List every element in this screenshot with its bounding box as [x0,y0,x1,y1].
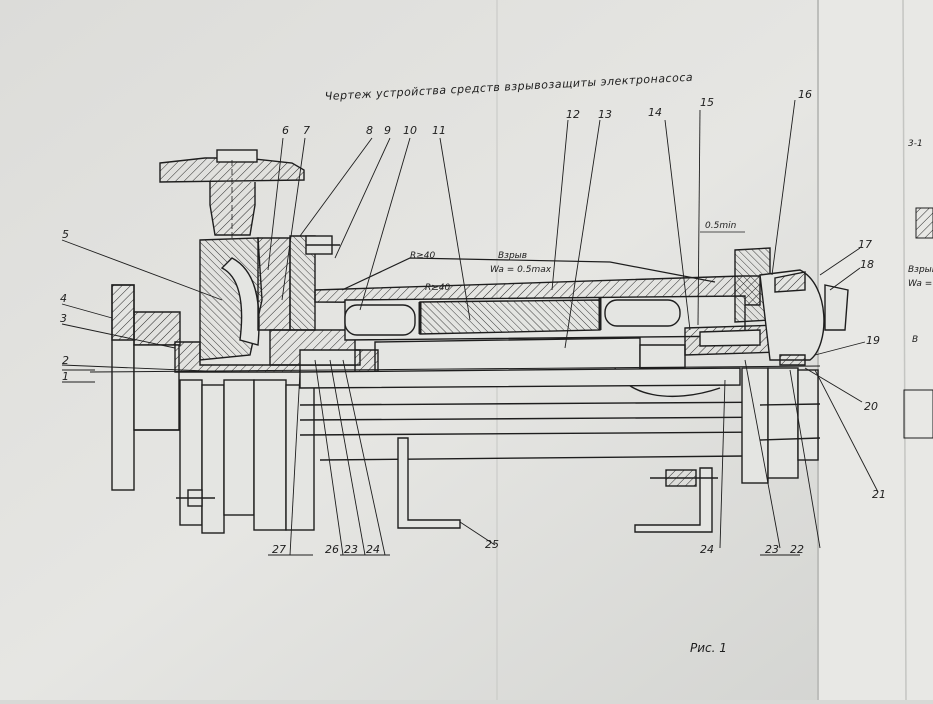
annotations: R≥40 R≥40 Взрыв Wa = 0.5max 0.5min [410,221,745,293]
callout-18: 18 [860,258,874,271]
callout-26: 26 [325,543,339,556]
callout-2: 2 [62,354,69,367]
callout-3: 3 [60,312,67,325]
callout-23-right: 23 [765,543,779,556]
callout-5: 5 [62,228,69,241]
callout-19: 19 [866,334,880,347]
callout-27: 27 [272,543,286,556]
side-sheet [818,0,933,700]
callout-14: 14 [648,106,662,119]
callout-13: 13 [598,108,612,121]
callout-16: 16 [798,88,812,101]
callout-20: 20 [864,400,878,413]
callout-10: 10 [403,124,417,137]
callout-25: 25 [485,538,499,551]
leader-lines [61,99,879,556]
callout-24-right: 24 [700,543,714,556]
side-label-a: 3-1 [908,139,923,149]
callout-21: 21 [872,488,886,501]
side-sheet-fragment: 3-1 Взрыв Wa = В [903,139,933,439]
callout-17: 17 [858,238,872,251]
callout-1: 1 [62,370,69,383]
pump-assembly [89,149,849,534]
callout-23-left: 23 [344,543,358,556]
side-label-d: В [912,335,918,345]
side-label-c: Wa = [908,279,932,289]
callout-7: 7 [303,124,310,137]
callout-22: 22 [790,543,804,556]
side-label-b: Взрыв [908,265,933,275]
callout-15: 15 [700,96,714,109]
callout-12: 12 [566,108,580,121]
callout-6: 6 [282,124,289,137]
note-gap: 0.5min [705,221,737,231]
note-radius-bottom: R≥40 [425,283,451,293]
callout-24-left: 24 [366,543,380,556]
callout-labels: 1 2 3 4 5 6 7 8 9 10 11 12 13 14 15 16 1… [60,88,886,556]
note-radius-top: R≥40 [410,251,436,261]
note-blast: Взрыв [498,251,527,261]
callout-8: 8 [366,124,373,137]
callout-11: 11 [432,124,446,137]
note-wa: Wa = 0.5max [490,265,552,275]
callout-9: 9 [384,124,391,137]
figure-caption: Рис. 1 [690,641,727,655]
callout-4: 4 [60,292,67,305]
